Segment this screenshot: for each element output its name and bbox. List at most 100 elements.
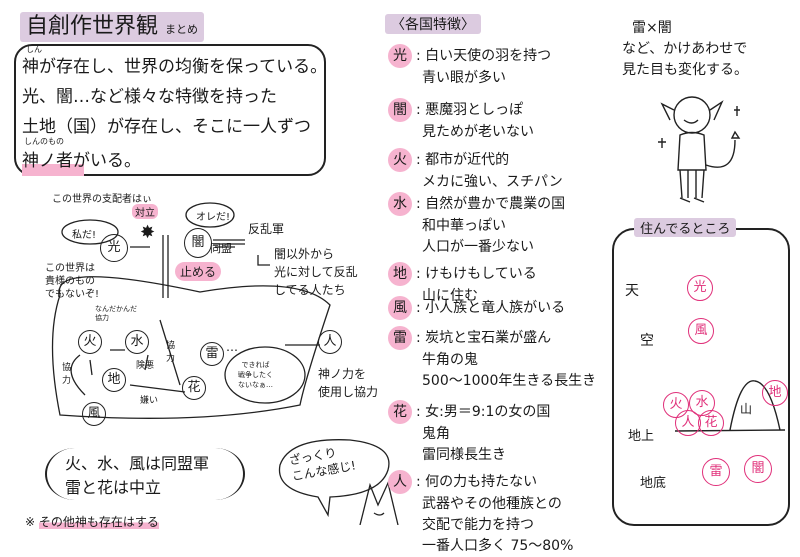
diagram-lines	[51, 202, 331, 419]
dark-node: 闇	[184, 228, 212, 258]
country-badge: 光	[388, 44, 412, 68]
dislike-label: 嫌い	[140, 396, 159, 406]
feature-line: 牛角の鬼	[422, 352, 478, 368]
country-badge: 火	[388, 148, 412, 172]
wind-node: 風	[82, 402, 106, 426]
rulers-label: この世界の支配者はぃ	[52, 194, 152, 205]
conflict-label: 対立	[132, 204, 158, 219]
country-badge: 闇	[388, 98, 412, 122]
coop-anyway: なんだかんだ協力	[95, 305, 137, 322]
mix-note: 雷×闇など、かけあわせで見た目も変化する。	[622, 20, 748, 78]
feature-line: 人口が一番少ない	[422, 239, 534, 255]
feature-entry: 闇: 悪魔羽としっぽ見ためが老いない	[388, 98, 534, 143]
world-border	[51, 276, 331, 419]
intro-line: 神ノ者がいる。	[22, 146, 141, 176]
light-node: 光	[100, 234, 128, 262]
feature-line: 鬼角	[422, 426, 450, 442]
feature-line: 山に住む	[422, 288, 478, 304]
dark-speech: オレだ!	[196, 212, 231, 223]
ruby-kaminomono: しんのもの	[24, 137, 64, 146]
rebels-desc: 闇以外から光に対して反乱してる人たち	[274, 247, 358, 297]
habitat-mark-light: 光	[687, 275, 713, 301]
feature-line: 青い眼が多い	[422, 70, 506, 86]
habitat-mark-earth: 地	[762, 380, 788, 406]
feature-line: 交配で能力を持つ	[422, 517, 534, 533]
country-badge: 地	[388, 262, 412, 286]
feature-line: 炭坑と宝石業が盛ん	[425, 330, 552, 346]
earth-node: 地	[102, 368, 126, 392]
feature-entry: 地: けもけもしている山に住む	[388, 262, 537, 307]
feature-line: 白い天使の羽を持つ	[425, 48, 552, 64]
feature-entry: 風: 小人族と竜人族がいる	[388, 296, 565, 320]
habitat-level-ground: 地上	[628, 429, 655, 444]
country-badge: 花	[388, 400, 412, 424]
speech-bubble-rabbit	[278, 439, 399, 525]
feature-line: 都市が近代的	[425, 152, 510, 168]
features-header: 〈各国特徴〉	[385, 14, 481, 34]
footnote-mark: ※	[25, 515, 36, 529]
feature-line: 何の力も持たない	[425, 474, 538, 490]
country-badge: 人	[388, 470, 412, 494]
feature-line: 見ためが老いない	[422, 124, 534, 140]
flower-node: 花	[182, 376, 206, 400]
feature-line: 小人族と竜人族がいる	[425, 300, 566, 316]
feature-line: 武器やその他種族との	[422, 496, 562, 512]
feature-line: 和中華っぽい	[422, 218, 506, 234]
feature-entry: 花: 女:男＝9:1の女の国鬼角雷同様長生き	[388, 400, 550, 466]
intro-line: 光、闇…など様々な特徴を持った	[22, 87, 277, 107]
water-node: 水	[125, 330, 149, 354]
feature-line: 一番人口多く 75～80%	[422, 538, 574, 554]
alliance-line	[213, 239, 245, 245]
feature-line: メカに強い、スチパン	[422, 174, 563, 190]
intro-line: 神が存在し、世界の均衡を保っている。	[22, 57, 328, 77]
feature-line: 女:男＝9:1の女の国	[425, 404, 551, 420]
stop-label: 止める	[175, 262, 222, 281]
feature-entry: 水: 自然が豊かで農業の国和中華っぽい人口が一番少ない	[388, 192, 565, 258]
rebels-pointer	[257, 255, 270, 266]
thunder-node: 雷	[200, 342, 224, 366]
habitat-mark-wind: 風	[688, 318, 714, 344]
light-speech: 私だ!	[72, 230, 97, 241]
not-yours-text: この世界は貴様のものでもないぞ!	[45, 263, 100, 300]
feature-line: 悪魔羽としっぽ	[425, 102, 524, 118]
thunder-dots: …	[226, 340, 238, 354]
country-badge: 水	[388, 192, 412, 216]
intro-line: 土地（国）が存在し、そこに一人ずつ	[22, 117, 311, 137]
habitat-title: 住んでるところ	[634, 218, 737, 237]
stop-arrow	[162, 235, 169, 298]
footnote: ※ その他神も存在はする	[25, 513, 159, 530]
alliance-note: 火、水、風は同盟軍雷と花は中立	[65, 454, 210, 497]
feature-line: 500～1000年生きる長生き	[422, 373, 597, 389]
footnote-text: その他神も存在はする	[38, 515, 159, 529]
relation-arrows	[70, 319, 186, 396]
page-title: 自創作世界観 まとめ	[20, 12, 205, 42]
country-badge: 雷	[388, 326, 412, 350]
mountain-label: 山	[740, 402, 753, 416]
alliance-label: 同盟	[210, 242, 232, 255]
habitat-level-underground: 地底	[640, 476, 667, 491]
feature-line: 自然が豊かで農業の国	[425, 196, 566, 212]
country-badge: 風	[388, 296, 412, 320]
ruby-kami: しん	[26, 45, 42, 54]
human-desc: 神ノ力を使用し協力	[318, 367, 379, 399]
clash-icon: ✸	[140, 222, 156, 243]
thunder-thought: できれば戦争したくないなぁ…	[238, 361, 273, 389]
feature-entry: 光: 白い天使の羽を持つ青い眼が多い	[388, 44, 551, 89]
alliance-note-bracket	[45, 448, 245, 500]
bad-relation-label: 険悪	[136, 361, 155, 371]
human-node: 人	[318, 330, 342, 354]
habitat-mark-dark: 闇	[744, 455, 772, 483]
coop-label: 協力	[166, 341, 176, 364]
habitat-level-heaven: 天	[625, 283, 639, 299]
feature-line: けもけもしている	[425, 266, 537, 282]
habitat-mark-flower: 花	[698, 410, 724, 436]
thought-bubble	[224, 346, 306, 404]
light-speech-bubble	[61, 219, 119, 245]
rebels-label: 反乱軍	[248, 222, 285, 236]
character-illustration	[658, 96, 741, 203]
habitat-mark-thunder: 雷	[702, 458, 730, 486]
dark-speech-bubble	[185, 202, 235, 228]
fire-node: 火	[78, 330, 102, 354]
title-suffix: まとめ	[165, 23, 199, 36]
